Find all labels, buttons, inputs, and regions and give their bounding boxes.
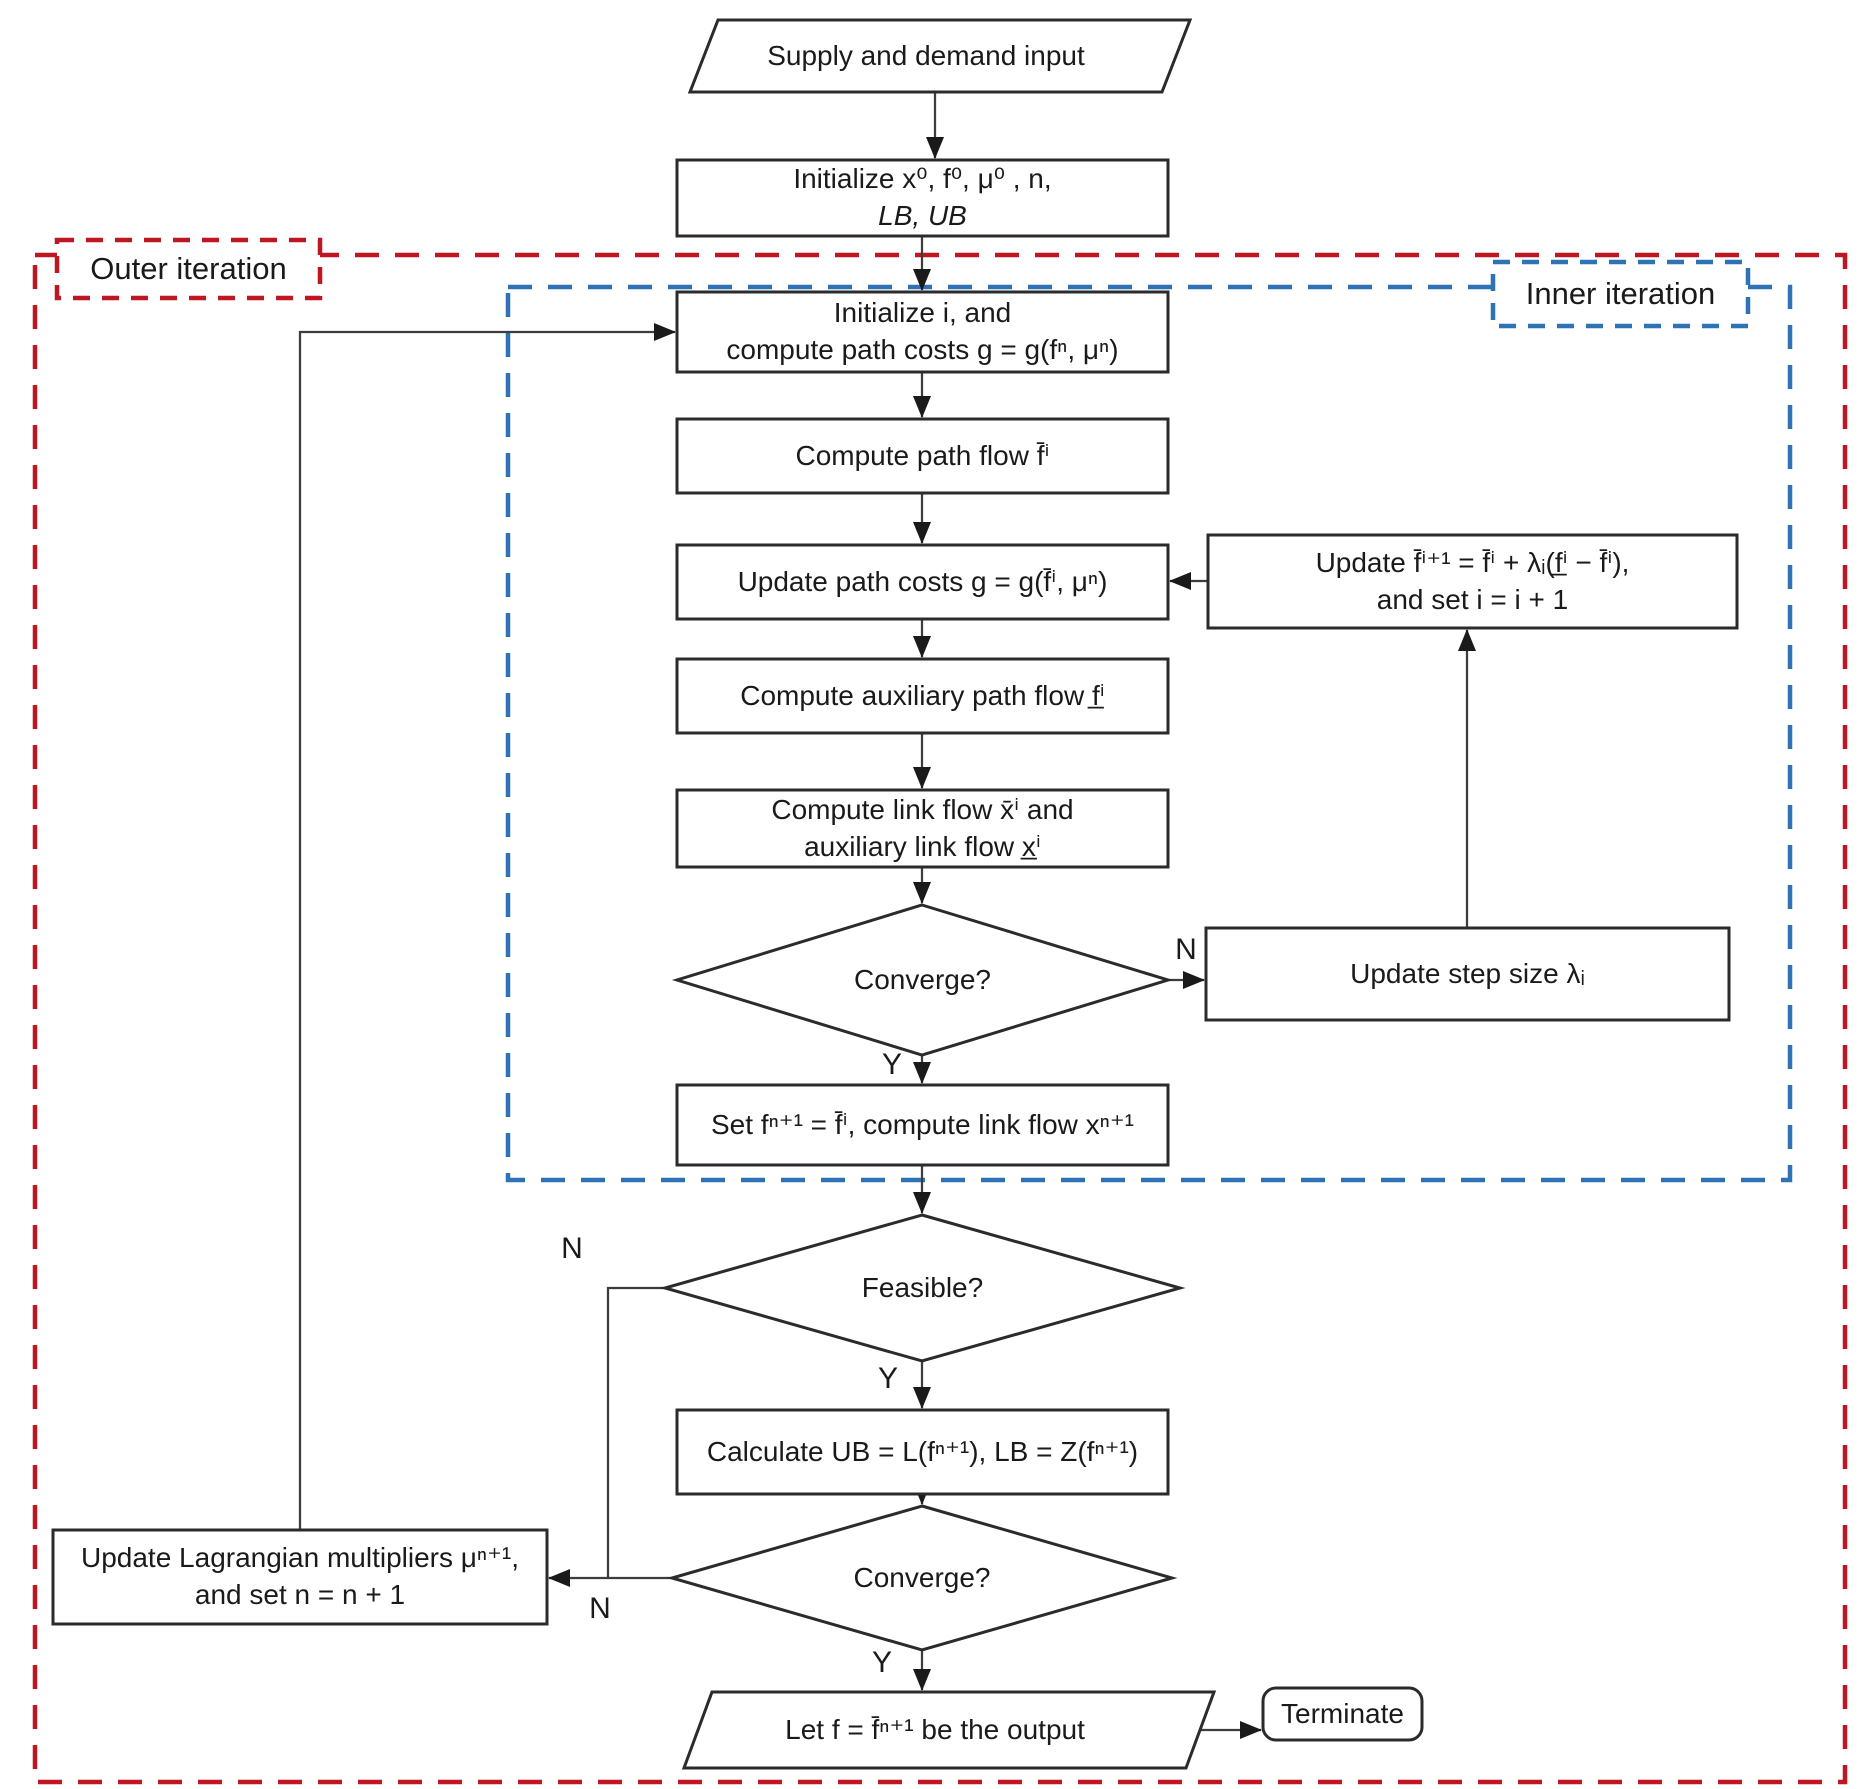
inner-iteration-region-border [505, 284, 1793, 1183]
set-f-shape [675, 1083, 1170, 1167]
node-update-step-size: Update step size λᵢ [1350, 957, 1585, 989]
converge-inner-yes-label: Y [881, 1048, 902, 1081]
node-initialize: Initialize x⁰, f⁰, μ⁰ , n, LB, UB [793, 163, 1052, 231]
inner-iteration-label-box [1490, 259, 1751, 329]
supply-input-shape [687, 18, 1193, 94]
update-step-shape [1204, 926, 1731, 1022]
converge-outer-no-label: N [589, 1592, 611, 1625]
inner-iteration-label-text: Inner iteration [1525, 275, 1716, 311]
init-shape [675, 158, 1170, 238]
node-compute-link-flow: Compute link flow x̄ⁱ and auxiliary link… [771, 793, 1074, 862]
node-compute-path-flow: Compute path flow f̄ⁱ [795, 439, 1050, 471]
outer-iteration-label: Outer iteration [57, 240, 320, 298]
converge-outer-shape [666, 1504, 1178, 1652]
decision-converge-inner: Converge? [854, 963, 991, 995]
converge-outer-yes-label: Y [871, 1646, 892, 1679]
decision-converge-outer: Converge? [853, 1561, 991, 1593]
outer-iteration-label-text: Outer iteration [90, 250, 287, 286]
outer-iteration-label-box [54, 237, 323, 301]
line-feasible-no-feedback [606, 1286, 665, 1578]
converge-inner-no-label: N [1175, 933, 1197, 966]
feasible-shape [659, 1213, 1186, 1363]
inner-iteration-label: Inner iteration [1493, 262, 1748, 326]
node-initialize-i: Initialize i, and compute path costs g =… [726, 297, 1119, 365]
node-terminate: Terminate [1281, 1697, 1404, 1729]
arrow-update-mu-to-init-i [298, 323, 676, 1530]
node-set-f: Set fⁿ⁺¹ = f̄ⁱ, compute link flow xⁿ⁺¹ [710, 1108, 1134, 1140]
aux-path-flow-shape [675, 657, 1170, 735]
decision-feasible: Feasible? [861, 1271, 984, 1303]
node-update-path-costs: Update path costs g = g(f̄ⁱ, μⁿ) [737, 565, 1108, 597]
node-compute-aux-path-flow: Compute auxiliary path flow f̲ⁱ [740, 679, 1105, 711]
node-supply-input: Supply and demand input [767, 39, 1085, 71]
init-i-shape [675, 290, 1170, 374]
link-flow-shape [675, 788, 1170, 869]
feasible-no-label: N [561, 1232, 583, 1265]
converge-inner-shape [671, 903, 1174, 1057]
node-update-lagrangian: Update Lagrangian multipliers μⁿ⁺¹, and … [80, 1542, 519, 1610]
node-output: Let f = f̄ⁿ⁺¹ be the output [785, 1713, 1085, 1745]
feasible-yes-label: Y [877, 1362, 898, 1395]
terminate-shape [1261, 1686, 1424, 1742]
update-mu-shape [51, 1528, 549, 1626]
path-flow-shape [675, 417, 1170, 495]
update-costs-shape [675, 543, 1170, 621]
outer-iteration-region-border [32, 252, 1848, 1785]
node-calculate-bounds: Calculate UB = L(fⁿ⁺¹), LB = Z(fⁿ⁺¹) [706, 1435, 1139, 1467]
output-shape [681, 1690, 1217, 1770]
update-f-shape [1206, 533, 1739, 630]
node-update-f: Update f̄ⁱ⁺¹ = f̄ⁱ + λᵢ(f̲ⁱ − f̄ⁱ), and … [1315, 546, 1630, 615]
calc-bounds-shape [675, 1408, 1170, 1496]
